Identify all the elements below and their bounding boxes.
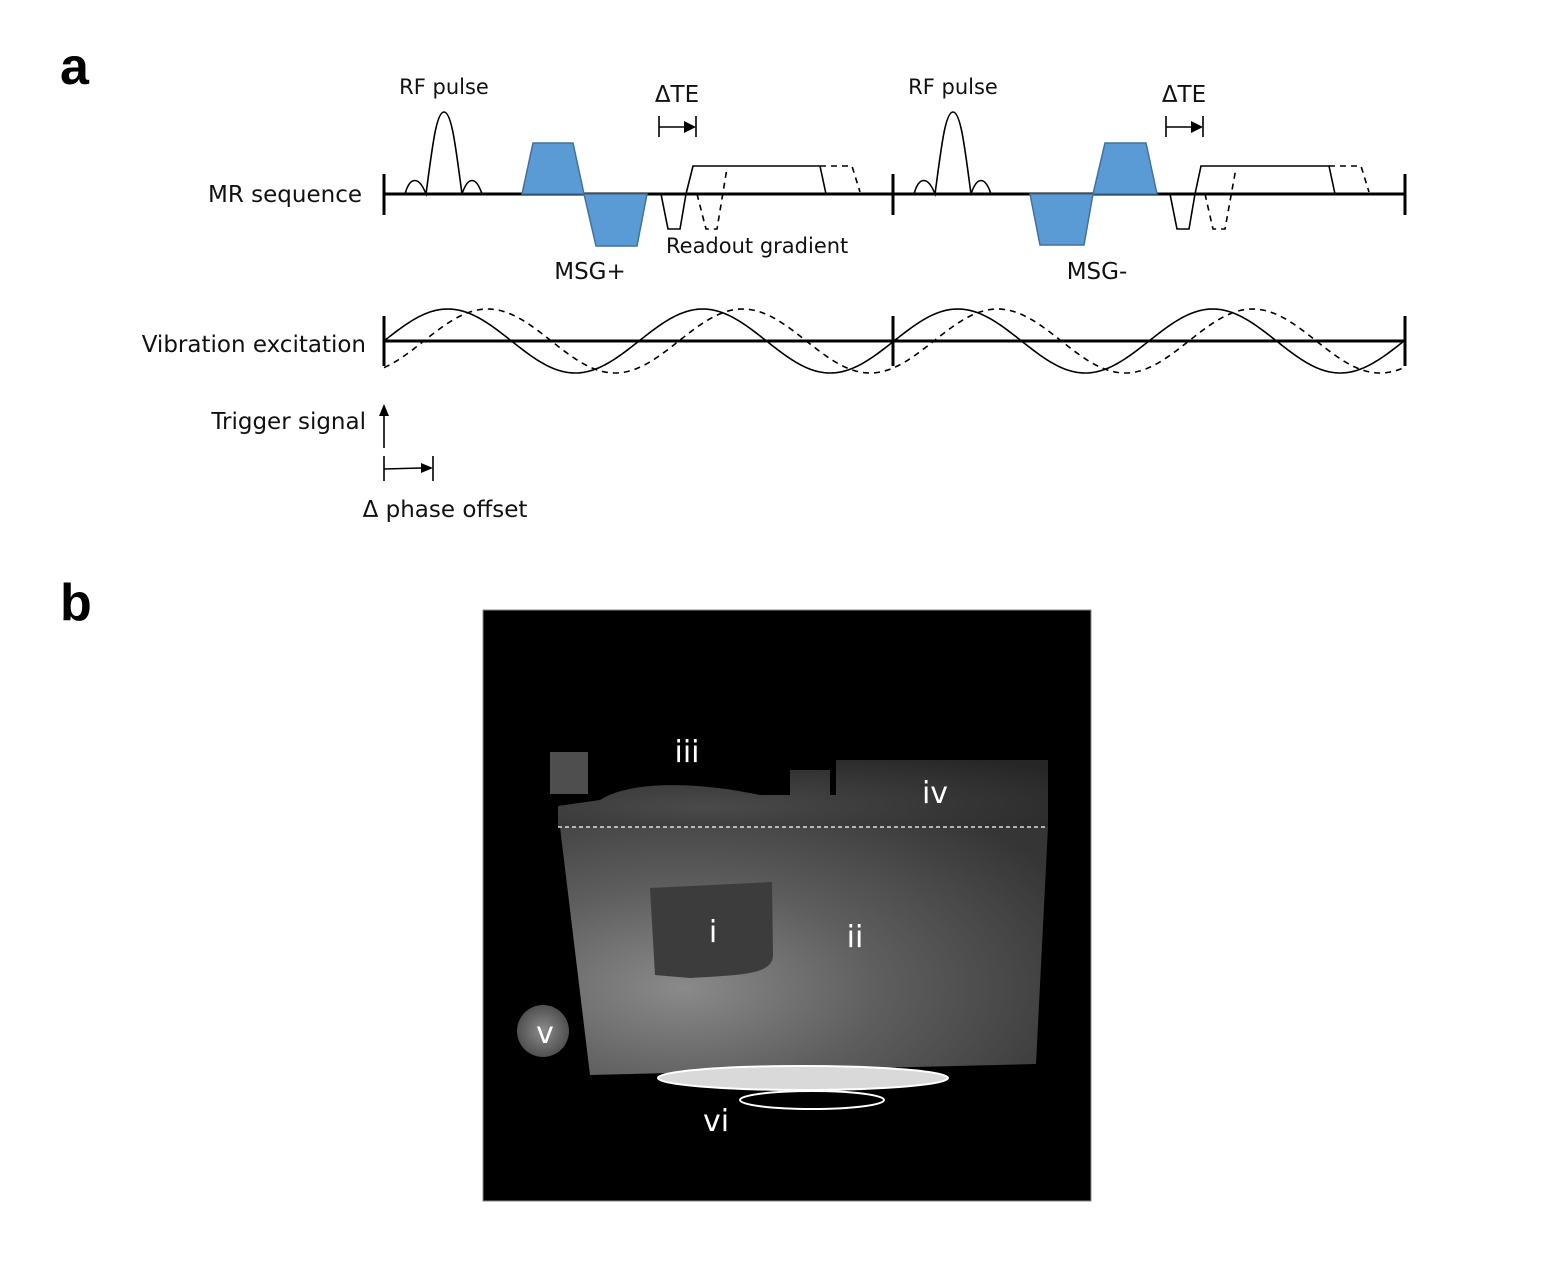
sequence-block-2: RF pulse MSG- ΔTE: [908, 75, 1369, 285]
rf-pulse-1: [405, 112, 482, 194]
region-vi-label: vi: [703, 1104, 729, 1139]
rf-pulse-label-1: RF pulse: [399, 75, 489, 99]
msg-plus-label: MSG+: [554, 259, 626, 285]
readout-gradient-2-shifted: [1329, 166, 1369, 192]
region-ii-label: ii: [847, 920, 864, 955]
readout-prephaser-1: [661, 194, 686, 229]
msg-minus-label: MSG-: [1067, 259, 1128, 285]
readout-gradient-1: [686, 166, 826, 194]
phantom-holder-post: [550, 752, 588, 794]
delta-te-label-1: ΔTE: [655, 82, 699, 108]
sequence-block-1: RF pulse MSG+ Readout gradient ΔTE: [399, 75, 860, 285]
delta-te-arrow-2: [1166, 116, 1203, 137]
phase-offset-arrow: [384, 456, 433, 481]
msg-minus-lobe-positive: [1093, 143, 1157, 194]
phase-offset-label: Δ phase offset: [363, 497, 528, 523]
msg-minus-lobe-negative: [1030, 194, 1093, 245]
readout-prephaser-1-shifted: [697, 168, 727, 229]
vibration-timeline: [384, 309, 1405, 373]
rf-pulse-label-2: RF pulse: [908, 75, 998, 99]
delta-te-arrow-1: [659, 116, 696, 137]
vibration-excitation-label: Vibration excitation: [142, 332, 366, 358]
trigger-signal-label: Trigger signal: [210, 409, 366, 435]
panel-b-label: b: [60, 574, 92, 632]
trigger-signal-arrow: [379, 404, 389, 448]
readout-gradient-2: [1195, 166, 1335, 194]
rf-pulse-2: [914, 112, 991, 194]
msg-plus-lobe-negative: [584, 194, 647, 246]
region-iv-label: iv: [922, 776, 948, 811]
readout-gradient-label: Readout gradient: [666, 234, 848, 258]
phantom-main-body: [560, 827, 1048, 1075]
readout-prephaser-2: [1170, 194, 1195, 229]
region-v-label: v: [536, 1016, 554, 1051]
mr-sequence-label: MR sequence: [208, 182, 362, 208]
readout-gradient-1-shifted: [820, 166, 860, 192]
msg-plus-lobe-positive: [522, 143, 584, 194]
delta-te-label-2: ΔTE: [1162, 82, 1206, 108]
phantom-mr-image: i ii iii iv v vi: [483, 610, 1091, 1201]
region-iii-label: iii: [674, 735, 699, 770]
panel-a-label: a: [60, 38, 90, 96]
readout-prephaser-2-shifted: [1205, 168, 1236, 229]
region-i-label: i: [709, 915, 717, 950]
